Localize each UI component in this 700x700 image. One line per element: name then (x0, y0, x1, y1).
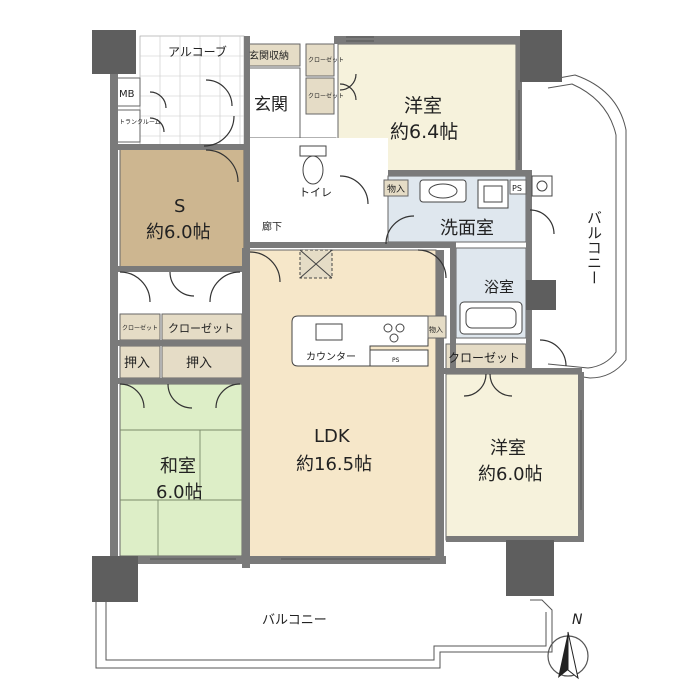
ldk-size: 約16.5帖 (296, 454, 372, 475)
washroom-label: 洗面室 (440, 218, 494, 239)
kitchen-storage (427, 315, 447, 339)
western-room-right-floor (445, 373, 581, 541)
toilet-label: トイレ (299, 186, 332, 199)
ldk-name: LDK (314, 426, 351, 447)
closet-right-label: クローゼット (448, 351, 520, 365)
closet-small-1-label: クローゼット (308, 56, 344, 64)
western-room-top-size: 約6.4帖 (390, 121, 458, 143)
storage-kitchen-label: 物入 (429, 325, 443, 334)
trunk-room-label-line: トランクルーム (119, 119, 161, 126)
entrance-closet-2 (305, 77, 335, 115)
s-room-name: S (174, 196, 185, 217)
doors (119, 73, 567, 409)
closet-s-small-label: クローゼット (122, 324, 158, 332)
balcony-east-label: バルコニー (585, 210, 603, 285)
north-arrow-icon (547, 631, 589, 680)
storage-small-label: 物入 (387, 183, 405, 195)
toilet-bowl-icon (299, 145, 327, 185)
kitchen-counter (291, 315, 429, 367)
trunk-room-box (115, 109, 141, 143)
meter-icon (531, 175, 553, 197)
western-room-right-size: 約6.0帖 (478, 464, 543, 485)
alcove-tile-grid (140, 36, 244, 146)
japanese-room-size: 6.0帖 (156, 482, 203, 503)
closet-right-floor (445, 343, 527, 371)
mb-label: MB (119, 89, 135, 100)
balcony-south (95, 585, 553, 669)
counter-label: カウンター (306, 351, 356, 363)
japanese-room-floor (119, 383, 243, 557)
windows (150, 36, 582, 560)
entrance-storage-label: 玄関収納 (249, 49, 289, 62)
washing-machine-icon (477, 179, 509, 209)
bathroom-label: 浴室 (484, 278, 514, 296)
shaft-icon (299, 249, 333, 279)
alcove-label: アルコーブ (168, 44, 227, 59)
closet-s-label: クローゼット (168, 322, 234, 335)
ldk-floor (247, 249, 437, 559)
balcony-south-label: バルコニー (262, 613, 327, 628)
ps-box (509, 179, 527, 195)
s-closet-small (119, 313, 161, 341)
trunk-room-label: トランクルーム (119, 119, 161, 126)
washroom-storage (383, 179, 409, 197)
japanese-room-name: 和室 (160, 456, 196, 477)
pillars (92, 30, 562, 602)
s-room-size: 約6.0帖 (146, 222, 211, 243)
western-room-top-name: 洋室 (404, 95, 442, 117)
washbasin-icon (419, 179, 467, 203)
oshiire-2-label: 押入 (186, 356, 212, 371)
bathtub-icon (459, 301, 523, 335)
s-room-floor (119, 147, 245, 269)
tatami-lines (120, 429, 242, 556)
closet-small-2-label: クローゼット (308, 92, 344, 100)
ps-counter-label: PS (392, 357, 400, 364)
balcony-east (547, 74, 627, 379)
ps-top-label: PS (512, 184, 522, 193)
western-room-right-name: 洋室 (490, 438, 526, 459)
oshiire-1-label: 押入 (124, 356, 150, 371)
corridor-label: 廊下 (262, 220, 282, 233)
entrance-closet-1 (305, 43, 335, 77)
entrance-label: 玄関 (254, 95, 288, 115)
north-label: N (572, 612, 583, 628)
